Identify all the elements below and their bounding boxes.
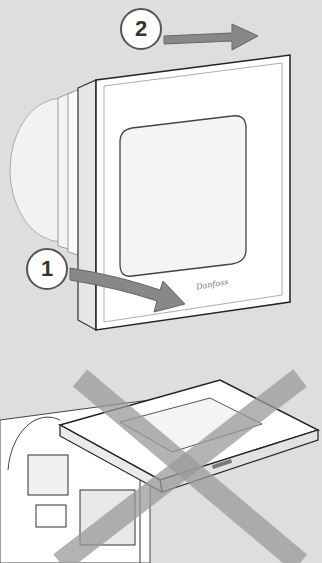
pull-arrow xyxy=(164,24,258,50)
callout-number: 1 xyxy=(41,258,53,280)
frame-side xyxy=(78,80,96,330)
tilt-arrow xyxy=(70,268,185,312)
component xyxy=(28,455,68,495)
callout-number: 2 xyxy=(135,18,147,40)
component xyxy=(36,505,66,527)
cross-mark xyxy=(60,378,300,563)
lid-slot xyxy=(212,459,232,469)
screen xyxy=(120,116,246,277)
callout-circle: 1 xyxy=(26,248,68,290)
callout-circle: 2 xyxy=(120,8,162,50)
back-plate-round xyxy=(10,98,62,242)
